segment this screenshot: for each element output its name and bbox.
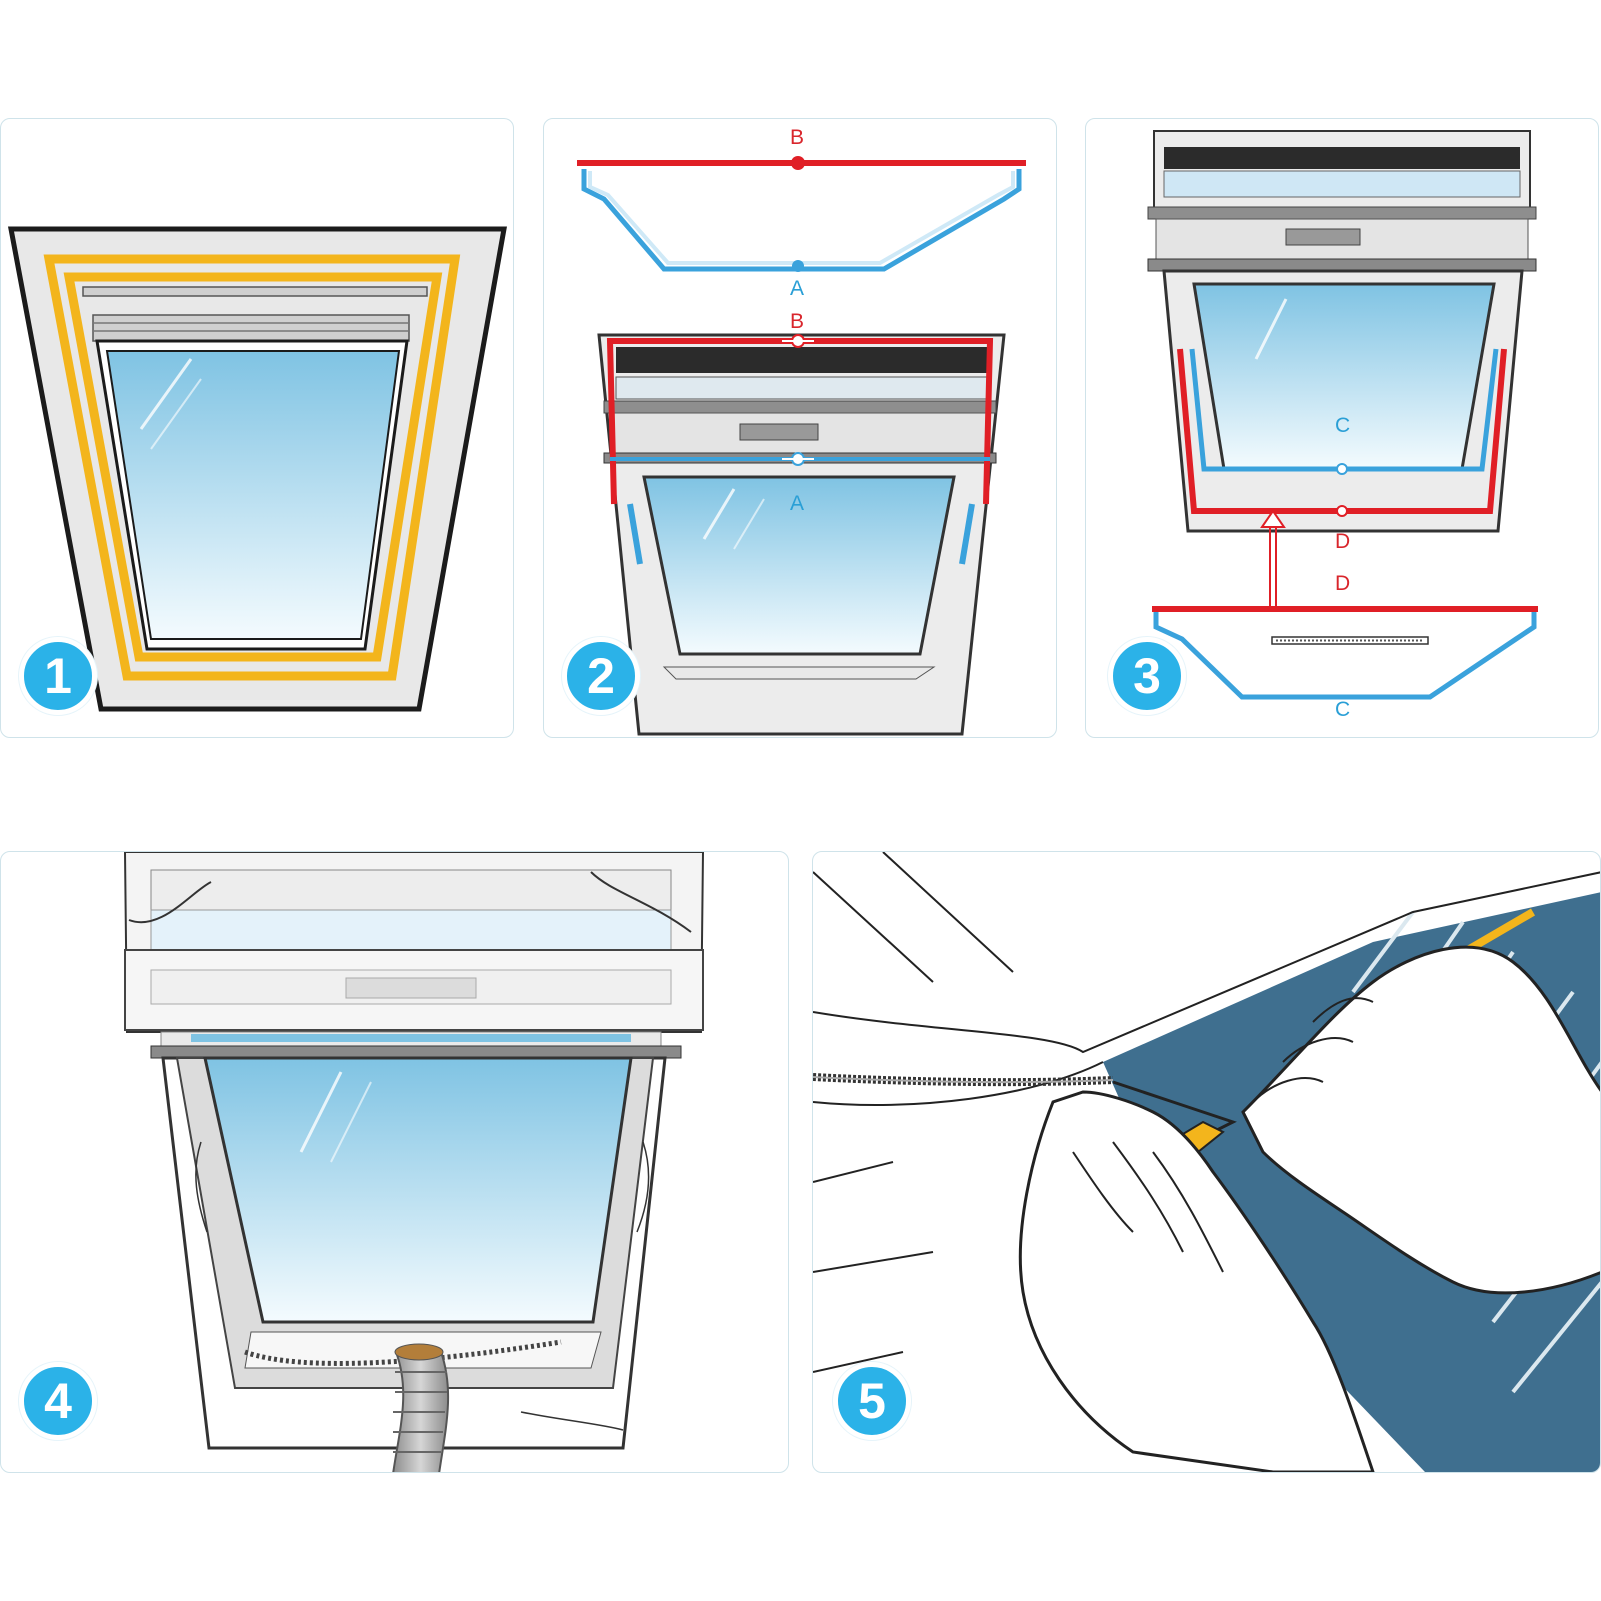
label-c-strip: C xyxy=(1335,698,1351,721)
step-3-badge: 3 xyxy=(1108,637,1186,715)
left-hand xyxy=(1018,1090,1375,1472)
blind-dark xyxy=(1164,147,1520,169)
step-3-panel: C D D C 3 xyxy=(1085,118,1599,738)
adhesive-tape-inner xyxy=(63,272,443,662)
window-glass xyxy=(105,350,401,640)
top-rail xyxy=(82,286,428,297)
window-glass xyxy=(203,1056,633,1324)
step-4-illustration xyxy=(123,852,705,1472)
bottom-strip-blue xyxy=(1153,611,1537,700)
step-5-badge: 5 xyxy=(833,1362,911,1440)
step-1-panel: 1 xyxy=(0,118,514,738)
label-d-window: D xyxy=(1335,530,1351,553)
step-4-badge: 4 xyxy=(19,1362,97,1440)
window-bar xyxy=(150,1045,682,1059)
window-glass xyxy=(642,475,956,656)
step-1-illustration xyxy=(7,226,507,712)
step-2-badge: 2 xyxy=(562,637,640,715)
label-d-strip: D xyxy=(1335,572,1351,595)
blind-dark xyxy=(616,347,988,373)
label-b-window: B xyxy=(790,310,805,333)
window-glass xyxy=(1192,282,1496,471)
label-a-top: A xyxy=(790,277,805,300)
point-b-top xyxy=(791,156,805,170)
step-4-panel: 4 xyxy=(0,851,789,1473)
label-b-top: B xyxy=(790,126,805,149)
step-1-badge: 1 xyxy=(19,637,97,715)
adhesive-tape-outer xyxy=(43,254,461,681)
hook-strip-blue xyxy=(581,169,1022,272)
zipper-bottom xyxy=(244,1339,562,1366)
step-5-illustration xyxy=(813,852,1600,1472)
step-5-panel: 5 xyxy=(812,851,1601,1473)
point-a-top xyxy=(792,260,804,272)
blind xyxy=(92,314,410,342)
step-3-illustration xyxy=(1147,130,1538,700)
step-2-panel: B A B A 2 xyxy=(543,118,1057,738)
label-a-window: A xyxy=(790,492,805,515)
label-c-window: C xyxy=(1335,414,1351,437)
step-2-illustration xyxy=(577,156,1026,736)
right-hand xyxy=(1241,945,1600,1295)
